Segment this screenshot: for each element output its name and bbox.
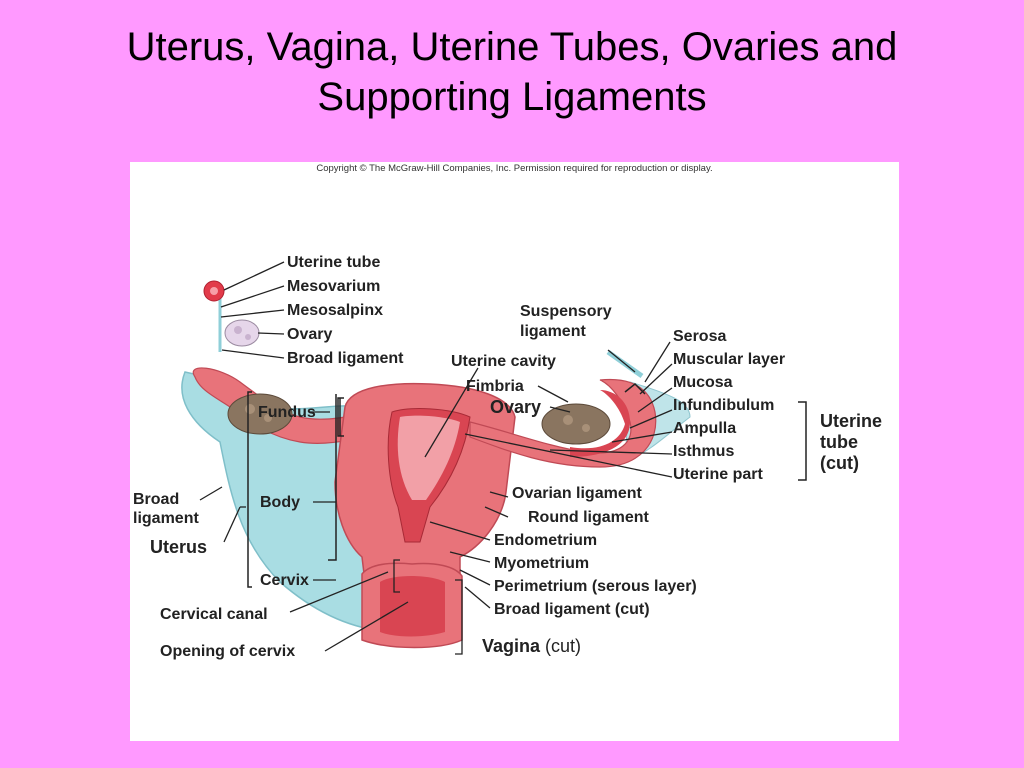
label-fimbria: Fimbria bbox=[466, 378, 524, 395]
label-mesosalpinx: Mesosalpinx bbox=[287, 302, 384, 319]
label-endometrium: Endometrium bbox=[494, 532, 598, 549]
label-muscular-layer: Muscular layer bbox=[673, 351, 786, 368]
label-uterine-tube-cut-line1: Uterine bbox=[820, 411, 883, 431]
label-broad-ligament-inset: Broad ligament bbox=[287, 350, 404, 367]
label-cervix: Cervix bbox=[260, 572, 309, 589]
label-vagina-cut: (cut) bbox=[545, 636, 582, 656]
label-suspensory-line1: Suspensory bbox=[520, 303, 612, 320]
label-broad-ligament-line1: Broad bbox=[133, 491, 180, 508]
label-ovary-inset: Ovary bbox=[287, 326, 333, 343]
title-line-2: Supporting Ligaments bbox=[317, 75, 707, 119]
label-vagina-text: Vagina bbox=[482, 636, 541, 656]
label-isthmus: Isthmus bbox=[673, 443, 735, 460]
label-mesovarium: Mesovarium bbox=[287, 278, 381, 295]
label-perimetrium: Perimetrium (serous layer) bbox=[494, 578, 697, 595]
uterus-region-brackets bbox=[247, 391, 344, 588]
label-mucosa: Mucosa bbox=[673, 374, 733, 391]
label-myometrium: Myometrium bbox=[494, 555, 590, 572]
label-infundibulum: Infundibulum bbox=[673, 397, 775, 414]
label-ovarian-ligament: Ovarian ligament bbox=[512, 485, 642, 502]
label-broad-ligament-cut: Broad ligament (cut) bbox=[494, 601, 650, 618]
label-uterine-tube: Uterine tube bbox=[287, 254, 381, 271]
label-uterine-cavity: Uterine cavity bbox=[451, 353, 556, 370]
label-uterine-tube-cut-line3: (cut) bbox=[820, 453, 859, 473]
label-suspensory-line2: ligament bbox=[520, 323, 586, 340]
label-fundus: Fundus bbox=[258, 404, 316, 421]
label-body: Body bbox=[260, 494, 300, 511]
anatomy-figure: Copyright © The McGraw-Hill Companies, I… bbox=[130, 162, 899, 741]
left-ovary bbox=[227, 393, 293, 435]
label-ampulla: Ampulla bbox=[673, 420, 737, 437]
label-serosa: Serosa bbox=[673, 328, 727, 345]
label-uterus: Uterus bbox=[150, 537, 208, 557]
inset-ovary bbox=[224, 319, 260, 347]
label-opening-of-cervix: Opening of cervix bbox=[160, 643, 296, 660]
title-line-1: Uterus, Vagina, Uterine Tubes, Ovaries a… bbox=[126, 25, 898, 69]
right-ovary bbox=[541, 403, 611, 445]
label-cervical-canal: Cervical canal bbox=[160, 606, 268, 623]
label-ovary: Ovary bbox=[490, 397, 542, 417]
anatomy-illustration bbox=[181, 261, 807, 655]
copyright-notice: Copyright © The McGraw-Hill Companies, I… bbox=[316, 163, 713, 174]
label-vagina: Vagina (cut) bbox=[482, 637, 581, 656]
label-uterine-part: Uterine part bbox=[673, 466, 763, 483]
inset-diagram bbox=[203, 261, 285, 359]
slide-title: Uterus, Vagina, Uterine Tubes, Ovaries a… bbox=[40, 22, 984, 122]
label-uterine-tube-cut-line2: tube bbox=[820, 432, 858, 452]
label-round-ligament: Round ligament bbox=[528, 509, 649, 526]
label-broad-ligament-line2: ligament bbox=[133, 510, 199, 527]
